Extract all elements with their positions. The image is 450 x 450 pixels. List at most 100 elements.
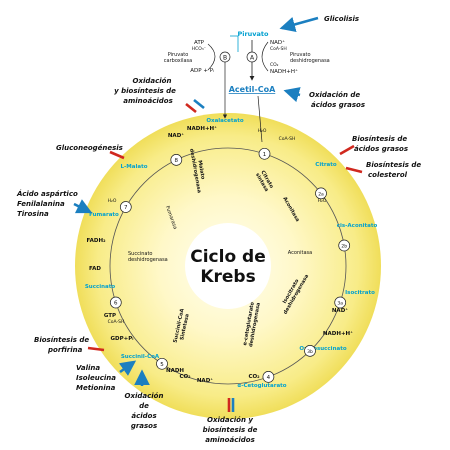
succinato-dh-label-2: deshidrogenasa [128,257,168,263]
h2o-7-label: H₂O [108,198,117,204]
oxid-ag-top-line2: ácidos grasos [311,101,365,109]
step-label-3b: 3b [307,349,313,355]
oxid-aa-top-line3: aminoácidos [123,97,172,105]
piruvato-dh-arc [261,41,269,72]
valina-line3: Metionina [76,384,116,392]
co2-3b-label: CO₂ [248,374,260,380]
succinil-sintetasa-label-2: Sintetasa [179,313,190,340]
malato-dh-label-1: Malato [196,160,205,181]
step-circle-3b [304,345,316,357]
step-label-1: 1 [263,152,267,158]
oxid-ag-top-line1: Oxidación de [309,91,360,99]
bios-ag-arrow [339,144,355,156]
center-title-line2: Krebs [200,267,255,287]
l-malato-label: L-Malato [121,164,148,170]
acetil-to-citrato-line [257,95,263,143]
nadh-4-label: NADH [166,368,184,374]
glicolisis-arrow [279,16,319,33]
oxid-aa-top-arrow-red [185,102,197,114]
oxid-ag-bot-line3: ácidos [131,412,156,420]
h2o-1-label: H₂O [258,128,267,134]
bios-col-line1: Biosíntesis de [366,161,421,169]
valina-line1: Valina [76,364,100,372]
cis-aconitato-label: cis-Aconitato [337,223,378,229]
oxid-ag-bot-line4: grasos [131,422,157,430]
step-a-circle [246,51,258,63]
porfirina-line2: porfirina [47,346,83,354]
nad-top-label: NAD⁺ [270,39,285,46]
nadh-8-label: NADH+H⁺ [187,125,217,132]
piruvato-dh-label-1: Piruvato [290,52,311,58]
aconitasa-label-b: Aconitasa [288,250,312,256]
atp-label: ATP [194,40,205,46]
cetoglutarato-label: α-Cetoglutarato [237,383,286,389]
step-label-8: 8 [175,158,179,164]
porfirina-arrow [87,346,105,352]
oxid-aa-bot-line2: biosíntesis de [203,426,258,434]
step-circle-3a [334,296,347,309]
succinato-label: Succinato [85,284,116,290]
bios-ag-line2: ácidos grasos [354,145,408,153]
center-circle [185,223,271,309]
nad-4-label: NAD⁺ [197,377,213,384]
oxalacetato-label: Oxalacetato [206,118,243,124]
bios-ag-line1: Biosíntesis de [352,135,407,143]
fadh2-6-label: FADH₂ [87,238,107,244]
glicolisis-label: Glicolisis [324,15,359,23]
oxid-aa-top-line2: y biosíntesis de [114,87,176,95]
succinato-dh-label-1: Succinato [128,251,152,257]
bios-col-line2: colesterol [368,171,408,179]
aspartico-line1: Ácido aspártico [16,189,78,198]
step-label-2a: 2a [318,191,324,197]
isocitrato-label: Isocitrato [345,290,375,296]
step-label-5: 5 [160,362,164,368]
oxid-aa-bot-line1: Oxidación y [207,416,253,424]
cycle-ring [109,147,347,385]
valina-line2: Isoleucina [76,374,116,382]
oxid-aa-top-arrow-blue [193,98,205,110]
fad-6-label: FAD [89,266,101,272]
oxalosuccinato-label: Oxalosuccinato [299,346,346,352]
step-circle-4 [262,371,275,383]
h2o-2-label: H₂O [318,198,327,204]
oxid-aa-bot-line3: aminoácidos [205,436,254,444]
center-title-line1: Ciclo de [190,247,266,267]
oxid-ag-bot-line1: Oxidación [125,392,164,400]
aspartico-arrow [73,199,93,214]
gtp-5-label: GTP [104,313,116,319]
piruvato-carboxilasa-label-1: Piruvato [168,52,189,58]
piruvato-label: Piruvato [237,30,269,38]
step-label-6: 6 [114,301,118,307]
piruvato-dh-label-2: deshidrogenasa [290,58,330,64]
co2-4-label: CO₂ [179,374,191,380]
valina-arrow [118,360,137,376]
step-b-label: B [223,55,227,62]
porfirina-line1: Biosíntesis de [34,336,89,344]
step-circle-6 [109,296,122,309]
step-circle-1 [258,147,271,160]
coash-top-label: CoA-SH [270,46,287,52]
step-a-label: A [250,55,255,62]
gluconeo-label: Gluconeogénesis [56,144,123,152]
coash-5-label: CoA-SH [108,319,125,325]
aspartico-line3: Tirosina [17,210,49,218]
gluconeo-arrow [109,150,125,160]
oxid-ag-top-arrow [283,87,301,103]
step-circle-2a [315,187,327,200]
nad-3a-label: NAD⁺ [332,307,348,314]
oxid-ag-bot-line2: de [139,402,149,410]
carboxilasa-arc [207,43,216,71]
oxid-aa-top-line1: Oxidación [133,77,172,85]
acetil-coa-label: Acetil-CoA [229,85,276,94]
step-label-4: 4 [267,375,271,381]
piruvato-carboxilasa-label-2: carboxilasa [164,58,192,64]
aspartico-line2: Fenilalanina [17,200,65,208]
coash-1-label: CoA-SH [279,136,296,142]
fumarato-label: Fumarato [89,212,119,218]
nadh-top-label: NADH+H⁺ [270,68,298,75]
step-circle-8 [170,154,183,166]
step-label-3a: 3a [337,301,343,307]
bios-col-arrow [345,166,363,174]
step-label-2b: 2b [341,244,347,250]
